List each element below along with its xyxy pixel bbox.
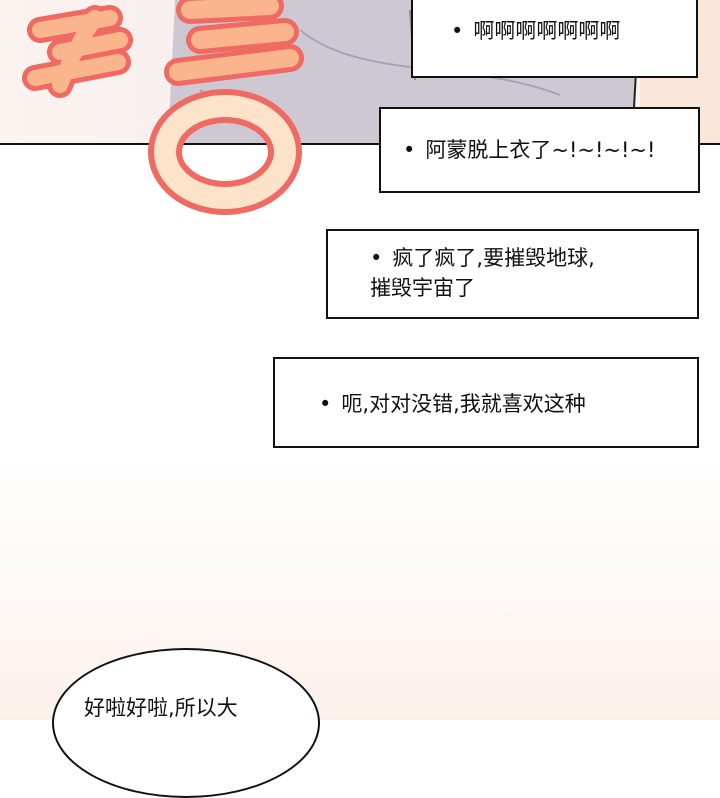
narration-text: 啊啊啊啊啊啊啊: [473, 19, 621, 43]
sfx-lettering: [22, 0, 304, 215]
narration-text: 阿蒙脱上衣了~!~!~!~!: [425, 138, 656, 162]
narration-box-3: • 疯了疯了,要摧毁地球, 摧毁宇宙了: [326, 229, 699, 319]
narration-box-2: • 阿蒙脱上衣了~!~!~!~!: [379, 107, 700, 193]
speech-bubble: [52, 648, 320, 798]
bullet-icon: •: [403, 138, 416, 162]
narration-box-4: • 呃,对对没错,我就喜欢这种: [273, 357, 699, 448]
bullet-icon: •: [319, 392, 332, 416]
narration-text-line1: 疯了疯了,要摧毁地球,: [392, 246, 595, 270]
narration-text-line2: 摧毁宇宙了: [370, 276, 475, 300]
bullet-icon: •: [370, 246, 383, 270]
narration-box-1: • 啊啊啊啊啊啊啊: [411, 0, 698, 78]
bullet-icon: •: [451, 19, 464, 43]
narration-text: 呃,对对没错,我就喜欢这种: [341, 392, 586, 416]
speech-bubble-text: 好啦好啦,所以大: [84, 696, 238, 720]
